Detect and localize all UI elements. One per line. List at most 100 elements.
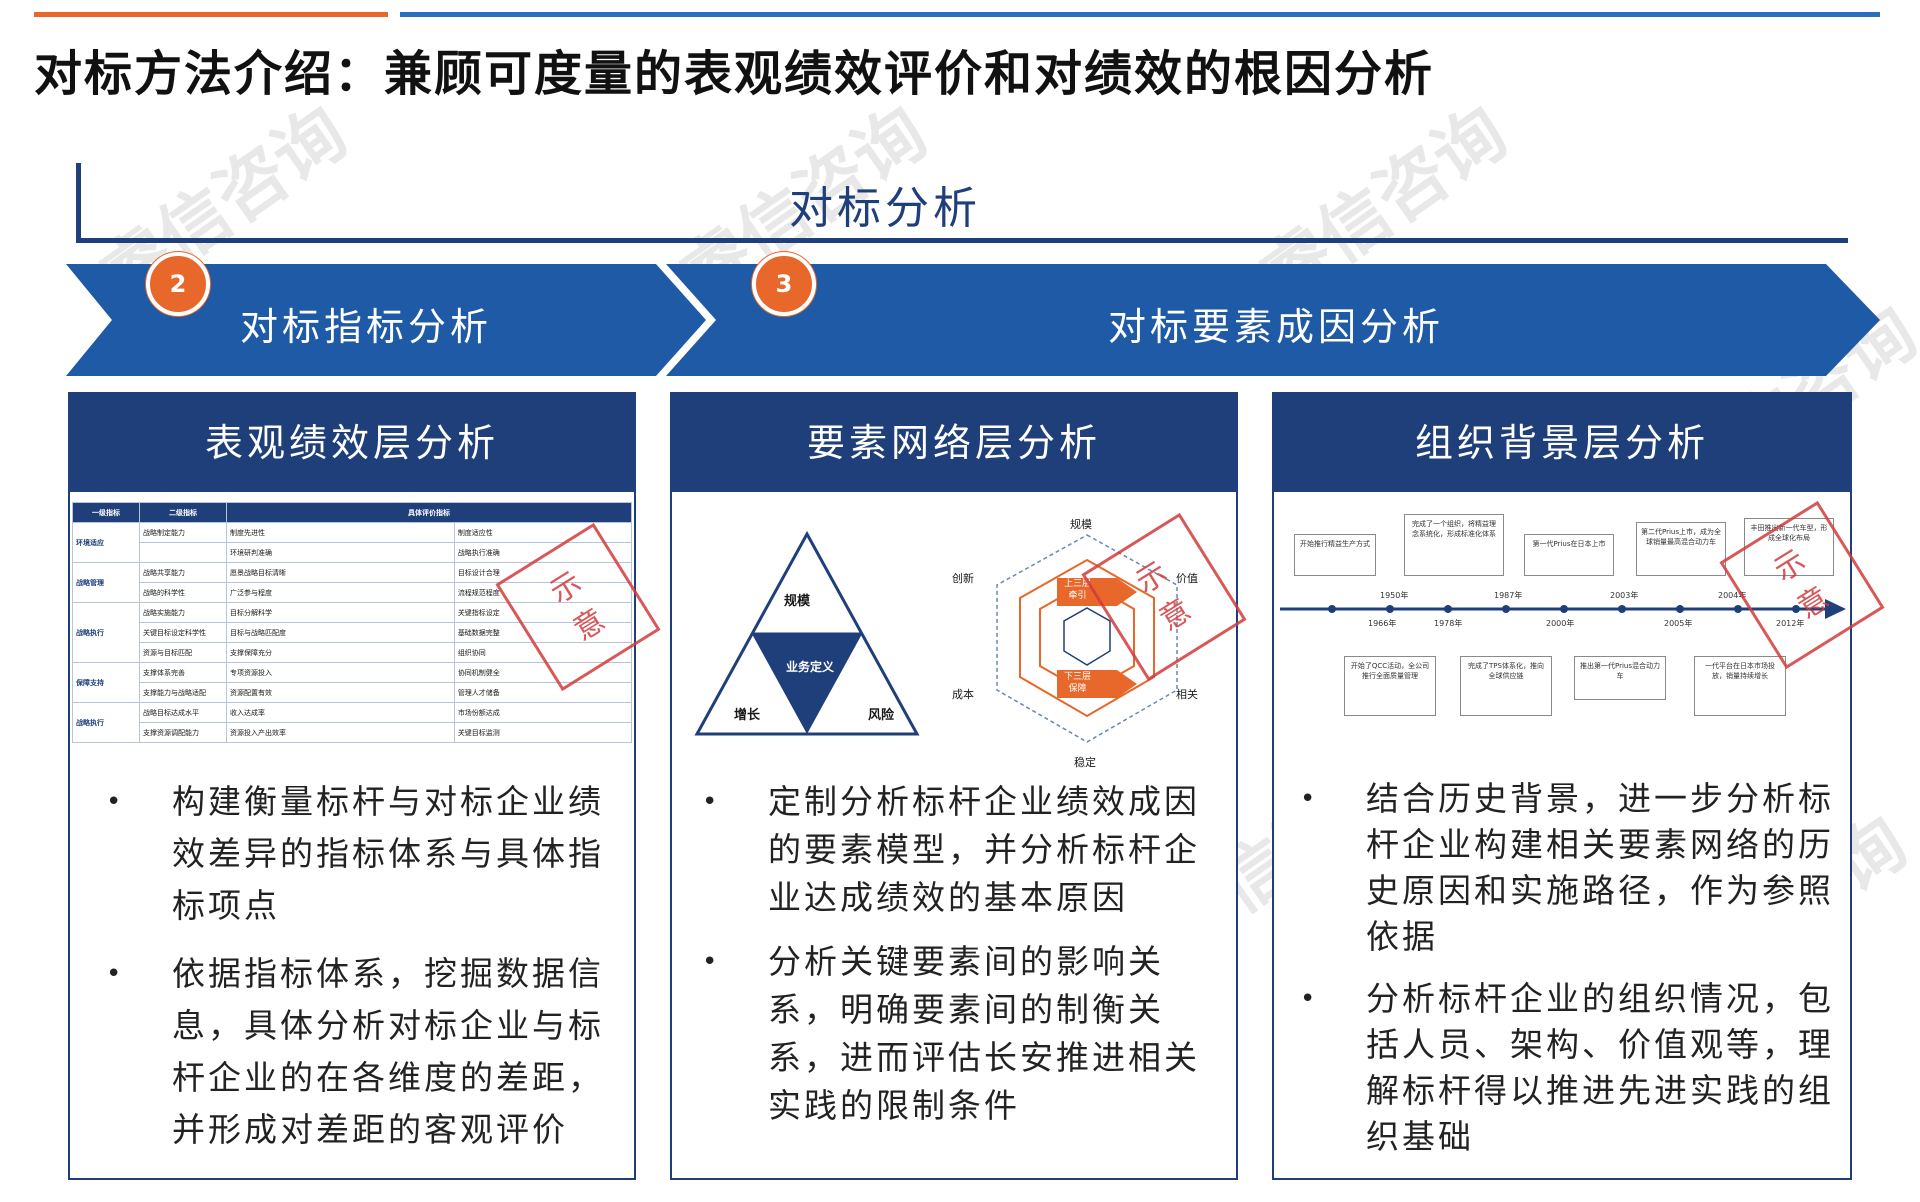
bullet-item: •分析关键要素间的影响关系，明确要素间的制衡关系，进而评估长安推进相关实践的限制… [702, 942, 1200, 1125]
page-title: 对标方法介绍：兼顾可度量的表观绩效评价和对绩效的根因分析 [34, 46, 1435, 102]
indicator-table-thumbnail: 一级指标 二级指标 具体评价指标 环境适应战略制定能力制度先进性制度适应性环境研… [72, 502, 632, 752]
triangle-label-right: 风险 [868, 708, 895, 723]
bullet-text: 定制分析标杆企业绩效成因的要素模型，并分析标杆企业达成绩效的基本原因 [768, 782, 1200, 917]
table-cell: 支撑保障充分 [226, 642, 455, 663]
timeline-axis [1280, 599, 1846, 619]
table-row: 战略的科学性广泛参与程度流程规范程度 [73, 582, 632, 603]
table-cell: 资源投入产出效率 [226, 722, 455, 743]
panel-header: 表观绩效层分析 [70, 394, 634, 492]
table-cell: 支撑资源调配能力 [139, 722, 227, 743]
business-triangle-diagram [694, 530, 920, 736]
table-cell: 收入达成率 [226, 702, 455, 723]
table-row: 环境适应战略制定能力制度先进性制度适应性 [72, 522, 632, 563]
table-cell: 战略的科学性 [139, 582, 227, 603]
table-cell-group: 战略管理 [72, 562, 140, 603]
arrow-chevron-indicators [66, 264, 706, 376]
triangle-label-center: 业务定义 [786, 660, 835, 674]
table-body: 环境适应战略制定能力制度先进性制度适应性环境研判准确战略执行准确战略管理战略共享… [72, 522, 632, 743]
bullet-list: •构建衡量标杆与对标企业绩效差异的指标体系与具体指标项点 •依据指标体系，挖掘数… [80, 776, 628, 1172]
panel-performance: 表观绩效层分析 一级指标 二级指标 具体评价指标 环境适应战略制定能力制度先进性… [68, 392, 661, 1180]
table-cell: 目标与战略匹配度 [226, 622, 455, 643]
table-header-row: 一级指标 二级指标 具体评价指标 [72, 502, 632, 523]
triangle-label-left: 增长 [734, 708, 761, 723]
radar-axis-label: 相关 [1176, 688, 1198, 701]
bullet-item: •依据指标体系，挖掘数据信息，具体分析对标企业与标杆企业的在各维度的差距，并形成… [106, 954, 604, 1149]
top-accent-bar-orange [34, 12, 388, 17]
timeline-year: 2005年 [1664, 619, 1693, 628]
table-cell: 专项资源投入 [226, 662, 455, 683]
arrow-label-factors: 对标要素成因分析 [1108, 305, 1445, 349]
bullet-item: •定制分析标杆企业绩效成因的要素模型，并分析标杆企业达成绩效的基本原因 [702, 782, 1200, 917]
table-cell: 愿景战略目标清晰 [226, 562, 455, 583]
table-cell: 环境研判准确 [226, 542, 455, 563]
radar-up-block [1057, 578, 1117, 606]
triangle-center [752, 634, 862, 734]
timeline-year: 2004年 [1718, 591, 1747, 600]
table-cell [139, 542, 227, 563]
timeline-event-box: 一代平台在日本市场投放，销量持续增长 [1694, 656, 1786, 716]
timeline-event-box: 推出第一代Prius混合动力车 [1574, 656, 1666, 700]
timeline-event-box: 第二代Prius上市，成为全球销量最高混合动力车 [1636, 522, 1726, 576]
radar-axis-label: 稳定 [1074, 756, 1096, 769]
step-number-badge: 2 [146, 252, 210, 316]
table-row: 战略管理战略共享能力愿景战略目标清晰目标设计合理 [72, 562, 632, 603]
panel-header: 要素网络层分析 [672, 394, 1236, 492]
bullet-list: •结合历史背景，进一步分析标杆企业构建相关要素网络的历史原因和实施路径，作为参照… [1274, 776, 1848, 1176]
bullet-text: 结合历史背景，进一步分析标杆企业构建相关要素网络的历史原因和实施路径，作为参照依… [1366, 779, 1834, 956]
table-cell-group: 保障支持 [72, 662, 140, 703]
table-cell: 支撑能力与战略适配 [139, 682, 227, 703]
table-row: 战略执行战略目标达成水平收入达成率市场份额达成 [72, 702, 632, 743]
table-header-cell: 二级指标 [139, 502, 227, 523]
timeline-event-box: 完成了一个组织，将精益理念系统化，形成标准化体系 [1404, 514, 1504, 576]
radar-up-label: 上三层 牵引 [1064, 578, 1091, 602]
radar-down-text: 下三层 [1064, 672, 1092, 682]
table-cell-group: 环境适应 [72, 522, 140, 563]
table-cell: 战略实施能力 [139, 602, 227, 623]
table-header-cell: 具体评价指标 [226, 502, 632, 523]
timeline-year: 2000年 [1546, 619, 1575, 628]
timeline-event-box: 丰田推出新一代车型，形成全球化布局 [1744, 518, 1834, 576]
timeline-event-box: 完成了TPS体系化，推向全球供应链 [1460, 656, 1552, 716]
table-cell: 资源与目标匹配 [139, 642, 227, 663]
timeline-year: 2003年 [1610, 591, 1639, 600]
timeline-event-box: 开始了QCC活动，全公司推行全面质量管理 [1344, 656, 1436, 716]
table-cell: 资源配置有效 [226, 682, 455, 703]
panel-header: 组织背景层分析 [1274, 394, 1850, 492]
bullet-item: •构建衡量标杆与对标企业绩效差异的指标体系与具体指标项点 [106, 782, 604, 925]
radar-up-text: 牵引 [1068, 591, 1087, 601]
indicator-table: 一级指标 二级指标 具体评价指标 环境适应战略制定能力制度先进性制度适应性环境研… [72, 502, 632, 743]
bullet-text: 分析关键要素间的影响关系，明确要素间的制衡关系，进而评估长安推进相关实践的限制条… [768, 942, 1200, 1125]
radar-down-label: 下三层 保障 [1064, 671, 1091, 695]
table-row: 资源与目标匹配支撑保障充分组织协同 [73, 642, 632, 663]
panel-factor-network: 要素网络层分析 规模 业务定义 增长 风险 规模 价值 相关 稳定 成本 创新 … [670, 392, 1247, 1180]
bullet-text: 依据指标体系，挖掘数据信息，具体分析对标企业与标杆企业的在各维度的差距，并形成对… [172, 954, 604, 1149]
table-cell: 制度适应性 [453, 522, 632, 543]
bullet-list: •定制分析标杆企业绩效成因的要素模型，并分析标杆企业达成绩效的基本原因 •分析关… [676, 778, 1230, 1146]
triangle-label-top: 规模 [784, 594, 811, 609]
radar-diagram [996, 534, 1178, 743]
arrow-chevrons [66, 264, 1880, 376]
bullet-text: 构建衡量标杆与对标企业绩效差异的指标体系与具体指标项点 [172, 782, 604, 925]
timeline-year: 1950年 [1380, 591, 1409, 600]
timeline-year: 1987年 [1494, 591, 1523, 600]
step-number-badge: 3 [752, 252, 816, 316]
table-cell: 关键目标监测 [453, 722, 632, 743]
timeline-year: 1978年 [1434, 619, 1463, 628]
table-cell: 战略制定能力 [139, 522, 227, 543]
radar-axis-label: 规模 [1070, 518, 1092, 531]
table-cell-group: 战略执行 [72, 702, 140, 743]
table-cell-group: 战略执行 [72, 602, 140, 663]
radar-axis-label: 成本 [952, 688, 974, 701]
bullet-item: •结合历史背景，进一步分析标杆企业构建相关要素网络的历史原因和实施路径，作为参照… [1300, 779, 1834, 956]
top-accent-bar-blue [400, 12, 1880, 17]
table-cell: 目标分解科学 [226, 602, 455, 623]
table-cell: 广泛参与程度 [226, 582, 455, 603]
table-cell: 制度先进性 [226, 522, 455, 543]
table-row: 支撑资源调配能力资源投入产出效率关键目标监测 [73, 722, 632, 743]
table-cell: 战略共享能力 [139, 562, 227, 583]
radar-down-text: 保障 [1068, 684, 1087, 694]
table-cell: 战略目标达成水平 [139, 702, 227, 723]
timeline-event-box: 第一代Prius在日本上市 [1524, 534, 1614, 576]
table-cell: 支撑体系完善 [139, 662, 227, 683]
table-cell: 市场份额达成 [453, 702, 632, 723]
